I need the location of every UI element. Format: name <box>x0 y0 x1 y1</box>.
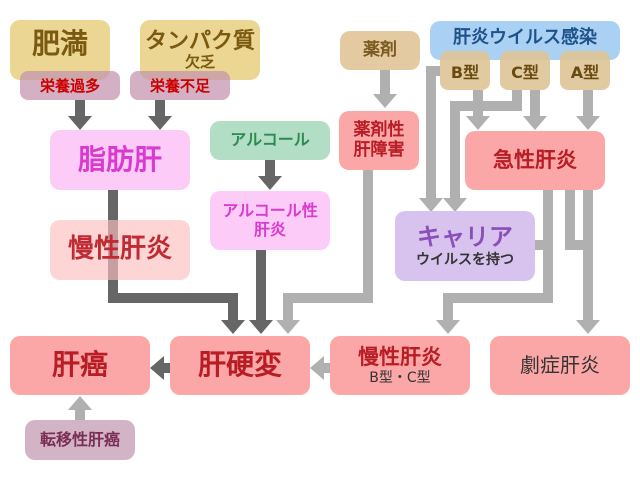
node-metastatic-label: 転移性肝癌 <box>39 429 120 449</box>
arrowhead <box>221 320 245 334</box>
arrowhead <box>150 356 164 380</box>
tag-overnutrition: 栄養過多 <box>20 71 120 100</box>
node-alcohol-label: アルコール <box>230 130 310 150</box>
node-protein-deficiency-sub: 欠乏 <box>184 53 215 72</box>
node-acute-hepatitis-label: 急性肝炎 <box>493 148 577 173</box>
light-arrows <box>75 66 593 420</box>
node-carrier-label: キャリア <box>417 223 513 252</box>
node-drug-injury-label: 薬剤性 <box>353 119 405 140</box>
arrow-injury-to-cirrhosis <box>283 170 373 322</box>
arrowhead <box>419 198 443 212</box>
node-protein-deficiency: タンパク質 欠乏 <box>140 20 260 80</box>
tag-type-b: B型 <box>440 51 490 90</box>
tag-type-a: A型 <box>560 51 610 90</box>
node-metastatic-liver-cancer: 転移性肝癌 <box>25 420 135 460</box>
node-fatty-liver: 脂肪肝 <box>50 130 190 190</box>
node-carrier: キャリア ウイルスを持つ <box>395 211 535 281</box>
dark-arrowheads <box>68 116 282 380</box>
arrowhead <box>436 320 460 334</box>
node-chronic-hepatitis-bc-label: 慢性肝炎 <box>358 345 442 370</box>
arrowhead <box>148 116 172 130</box>
arrowhead <box>466 116 490 130</box>
node-obesity: 肥満 <box>10 20 110 80</box>
node-alcoholic-hepatitis: アルコール性 肝炎 <box>210 191 330 250</box>
node-fulminant-hepatitis-label: 劇症肝炎 <box>520 353 600 377</box>
node-drug-injury-sub: 肝障害 <box>353 139 405 160</box>
node-protein-deficiency-label: タンパク質 <box>144 28 255 54</box>
arrowhead <box>310 356 324 380</box>
arrowhead <box>258 176 282 190</box>
arrowhead <box>523 116 547 130</box>
arrowhead <box>68 396 92 410</box>
node-drug-induced-liver-injury: 薬剤性 肝障害 <box>339 111 419 170</box>
arrow-c-to-carrier <box>450 90 522 200</box>
arrowhead <box>68 116 92 130</box>
node-alcohol: アルコール <box>210 121 330 160</box>
tag-type-c: C型 <box>500 51 550 90</box>
node-cirrhosis-label: 肝硬変 <box>197 348 282 382</box>
node-chronic-hepatitis-bc-sub: B型・C型 <box>369 369 431 386</box>
arrowhead <box>373 94 397 108</box>
tag-malnutrition-label: 栄養不足 <box>149 77 210 95</box>
node-drug-label: 薬剤 <box>363 39 397 60</box>
node-chronic-hepatitis-fatty: 慢性肝炎 <box>50 220 190 280</box>
arrowhead <box>576 320 600 334</box>
arrow-acute-to-chronic <box>443 190 553 322</box>
arrowhead <box>443 198 467 212</box>
tag-type-c-label: C型 <box>511 62 539 82</box>
tag-type-a-label: A型 <box>570 62 600 82</box>
node-acute-hepatitis: 急性肝炎 <box>465 131 605 190</box>
node-fulminant-hepatitis: 劇症肝炎 <box>490 336 630 395</box>
node-chronic-hepatitis-fatty-label: 慢性肝炎 <box>67 234 172 265</box>
arrowhead <box>576 116 600 130</box>
tag-type-b-label: B型 <box>450 62 480 82</box>
node-chronic-hepatitis-bc: 慢性肝炎 B型・C型 <box>330 336 470 395</box>
light-arrowheads <box>68 94 600 410</box>
node-alcoholic-hepatitis-label: アルコール性 <box>222 201 318 221</box>
node-fatty-liver-label: 脂肪肝 <box>77 142 162 176</box>
node-liver-cancer: 肝癌 <box>10 336 150 395</box>
node-viral-infection-label: 肝炎ウイルス感染 <box>453 27 597 48</box>
tag-overnutrition-label: 栄養過多 <box>39 77 100 95</box>
arrowhead <box>276 320 300 334</box>
node-drug: 薬剤 <box>340 31 420 70</box>
arrow-acute-to-fulminant <box>565 190 593 322</box>
node-alcoholic-hepatitis-sub: 肝炎 <box>253 219 286 239</box>
arrow-b-to-carrier <box>426 66 440 200</box>
node-liver-cancer-label: 肝癌 <box>51 348 108 382</box>
tag-malnutrition: 栄養不足 <box>130 71 230 100</box>
arrowhead <box>249 320 273 334</box>
node-carrier-sub: ウイルスを持つ <box>416 251 514 268</box>
node-cirrhosis: 肝硬変 <box>170 336 310 395</box>
node-obesity-label: 肥満 <box>31 27 88 60</box>
